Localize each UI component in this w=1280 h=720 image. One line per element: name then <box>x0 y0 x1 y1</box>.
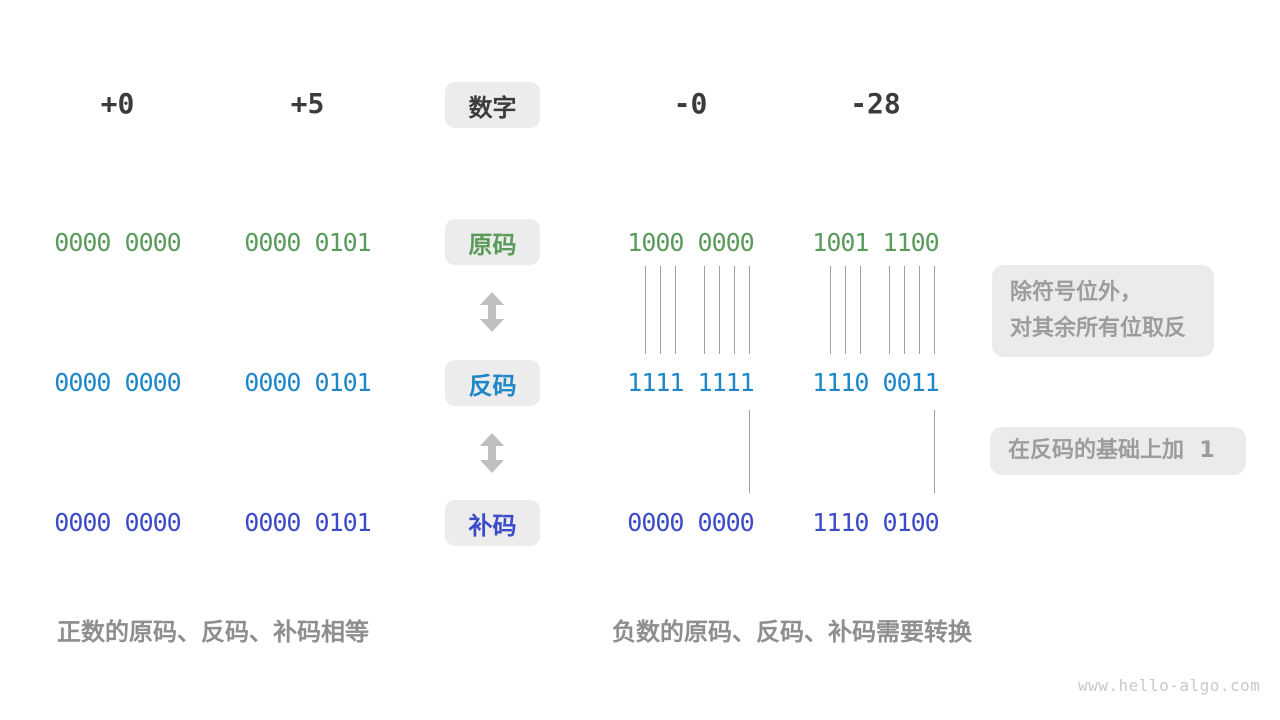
bit-mapping-line <box>845 266 846 354</box>
twos-complement-minus0: 0000 0000 <box>627 508 754 537</box>
add-one-line <box>934 410 935 493</box>
label-ones-complement-text: 反码 <box>468 371 517 400</box>
bit-mapping-line <box>860 266 861 354</box>
label-box-number: 数字 <box>445 82 540 128</box>
bit-mapping-line <box>889 266 890 354</box>
bit-mapping-line <box>675 266 676 354</box>
sign-magnitude-plus5: 0000 0101 <box>244 228 371 257</box>
label-number-text: 数字 <box>468 93 517 122</box>
ones-complement-plus5: 0000 0101 <box>244 368 371 397</box>
label-sign-magnitude-text: 原码 <box>468 230 517 259</box>
twos-complement-minus28: 1110 0100 <box>812 508 939 537</box>
number-header-plus-5: +5 <box>290 87 325 120</box>
positive-numbers-caption: 正数的原码、反码、补码相等 <box>57 618 369 646</box>
invert-bits-note-line1: 除符号位外， <box>1010 280 1143 305</box>
bit-mapping-line <box>830 266 831 354</box>
label-box-twos-complement: 补码 <box>445 500 540 546</box>
twos-complement-plus0: 0000 0000 <box>54 508 181 537</box>
updown-arrow-icon <box>480 433 504 473</box>
bit-mapping-line <box>919 266 920 354</box>
bit-mapping-line <box>734 266 735 354</box>
label-twos-complement-text: 补码 <box>468 511 517 540</box>
ones-complement-plus0: 0000 0000 <box>54 368 181 397</box>
add-one-note-text: 在反码的基础上加 1 <box>1008 438 1215 463</box>
label-box-sign-magnitude: 原码 <box>445 219 540 265</box>
add-one-note: 在反码的基础上加 1 <box>990 427 1246 475</box>
bit-mapping-line <box>660 266 661 354</box>
bit-mapping-line <box>904 266 905 354</box>
bit-mapping-line <box>645 266 646 354</box>
bit-mapping-line <box>704 266 705 354</box>
number-header-plus-0: +0 <box>100 87 135 120</box>
sign-magnitude-minus0: 1000 0000 <box>627 228 754 257</box>
site-watermark: www.hello-algo.com <box>1078 676 1261 695</box>
bit-mapping-line <box>749 266 750 354</box>
sign-magnitude-minus28: 1001 1100 <box>812 228 939 257</box>
label-box-ones-complement: 反码 <box>445 360 540 406</box>
invert-bits-note-line2: 对其余所有位取反 <box>1010 316 1187 341</box>
invert-bits-note: 除符号位外， 对其余所有位取反 <box>992 265 1214 357</box>
updown-arrow-icon <box>480 292 504 332</box>
ones-complement-minus28: 1110 0011 <box>812 368 939 397</box>
number-header-minus-28: -28 <box>850 87 901 120</box>
bit-mapping-line <box>719 266 720 354</box>
negative-numbers-caption: 负数的原码、反码、补码需要转换 <box>612 618 972 646</box>
ones-complement-minus0: 1111 1111 <box>627 368 754 397</box>
bit-mapping-line <box>934 266 935 354</box>
number-header-minus-0: -0 <box>673 87 708 120</box>
twos-complement-plus5: 0000 0101 <box>244 508 371 537</box>
add-one-line <box>749 410 750 493</box>
sign-magnitude-plus0: 0000 0000 <box>54 228 181 257</box>
